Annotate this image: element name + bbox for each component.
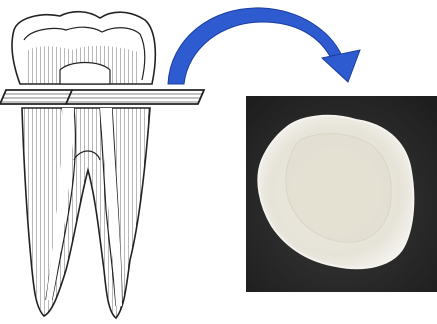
arrow-body bbox=[168, 8, 342, 84]
tooth-root bbox=[22, 108, 150, 318]
arrow-head-icon bbox=[322, 50, 360, 82]
curved-arrow bbox=[168, 8, 360, 84]
cutting-plane-slab bbox=[0, 90, 72, 104]
specimen-photo bbox=[246, 96, 437, 292]
